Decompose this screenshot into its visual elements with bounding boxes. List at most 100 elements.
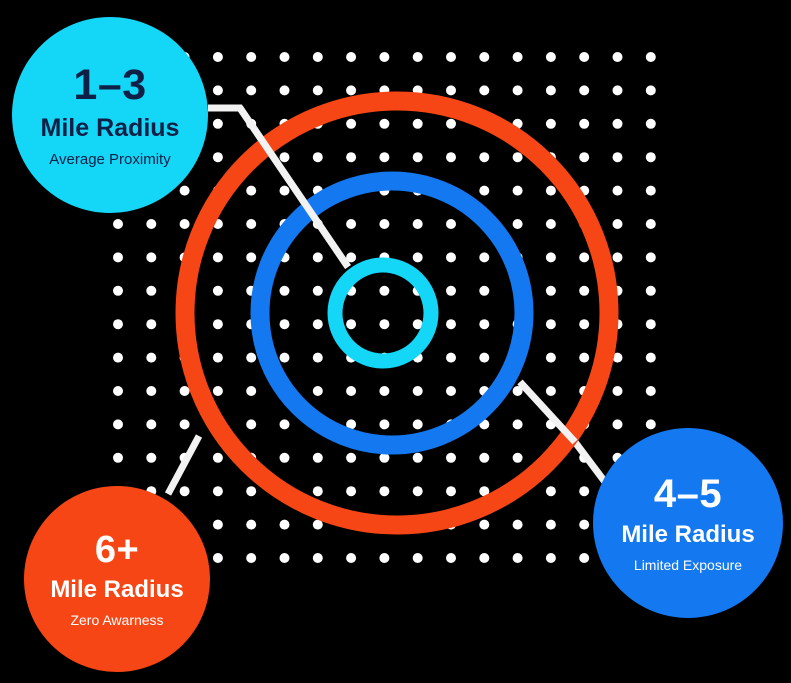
grid-dot bbox=[379, 52, 390, 62]
grid-dot bbox=[212, 486, 223, 497]
grid-dot bbox=[645, 252, 656, 263]
grid-dot bbox=[446, 52, 456, 62]
grid-dot bbox=[279, 352, 290, 363]
grid-dot bbox=[412, 386, 423, 396]
grid-dot bbox=[146, 352, 157, 363]
grid-dot bbox=[212, 252, 223, 263]
grid-dot bbox=[412, 52, 423, 62]
grid-dot bbox=[179, 419, 190, 430]
grid-dot bbox=[512, 553, 523, 563]
grid-dot bbox=[212, 519, 223, 530]
grid-dot bbox=[479, 152, 490, 163]
callout-limited-exposure[interactable]: 4–5 Mile Radius Limited Exposure bbox=[593, 428, 783, 618]
grid-dot bbox=[512, 419, 523, 430]
grid-dot bbox=[346, 252, 357, 263]
grid-dot bbox=[312, 553, 323, 563]
grid-dot bbox=[212, 319, 223, 330]
grid-dot bbox=[246, 52, 257, 62]
callout-unit: Mile Radius bbox=[50, 576, 184, 603]
grid-dot bbox=[212, 386, 223, 396]
grid-dot bbox=[246, 553, 257, 563]
connector-avg-proximity-over bbox=[237, 106, 351, 269]
grid-dot bbox=[312, 85, 323, 96]
grid-dot bbox=[179, 486, 190, 497]
grid-dot bbox=[279, 452, 290, 463]
grid-dot bbox=[612, 252, 623, 263]
grid-dot bbox=[312, 52, 323, 62]
grid-dot bbox=[479, 52, 490, 62]
callout-value: 4–5 bbox=[653, 472, 723, 516]
callout-note: Limited Exposure bbox=[633, 557, 743, 573]
grid-dot bbox=[379, 419, 390, 430]
grid-dot bbox=[645, 386, 656, 396]
ring-middle-4to5 bbox=[250, 171, 534, 455]
callout-note: Zero Awarness bbox=[70, 612, 164, 628]
grid-dot bbox=[346, 52, 357, 62]
grid-dot bbox=[479, 452, 490, 463]
grid-dot bbox=[212, 152, 223, 163]
grid-dot bbox=[645, 319, 656, 330]
grid-dot bbox=[579, 152, 590, 163]
grid-dot bbox=[545, 252, 556, 263]
grid-dot bbox=[379, 553, 390, 563]
grid-dot bbox=[179, 185, 190, 196]
grid-dot bbox=[346, 419, 357, 430]
grid-dot bbox=[545, 185, 556, 196]
grid-dot bbox=[412, 452, 423, 463]
connector-lines-over bbox=[237, 106, 578, 445]
grid-dot bbox=[645, 118, 656, 129]
grid-dot bbox=[279, 85, 290, 96]
grid-dot bbox=[113, 386, 123, 396]
grid-dot bbox=[446, 553, 456, 563]
grid-dot bbox=[279, 419, 290, 430]
grid-dot bbox=[346, 386, 357, 396]
ring-outer-6plus bbox=[175, 91, 619, 535]
grid-dot bbox=[479, 252, 490, 263]
grid-dot bbox=[279, 519, 290, 530]
grid-dot bbox=[279, 52, 290, 62]
grid-dot bbox=[412, 152, 423, 163]
grid-dot bbox=[579, 85, 590, 96]
grid-dot bbox=[612, 352, 623, 363]
grid-dot bbox=[379, 285, 390, 296]
grid-dot bbox=[479, 85, 490, 96]
grid-dot bbox=[512, 152, 523, 163]
grid-dot bbox=[312, 519, 323, 530]
grid-dot bbox=[312, 352, 323, 363]
callout-average-proximity[interactable]: 1–3 Mile Radius Average Proximity bbox=[12, 17, 208, 213]
grid-dot bbox=[379, 452, 390, 463]
grid-dot bbox=[446, 118, 456, 129]
grid-dot bbox=[312, 386, 323, 396]
grid-dot bbox=[346, 118, 357, 129]
grid-dot bbox=[479, 319, 490, 330]
concentric-rings bbox=[175, 91, 619, 535]
callout-zero-awarness[interactable]: 6+ Mile Radius Zero Awarness bbox=[24, 486, 210, 672]
grid-dot bbox=[246, 386, 257, 396]
grid-dot bbox=[346, 452, 357, 463]
grid-dot bbox=[246, 185, 257, 196]
grid-dot bbox=[146, 319, 157, 330]
grid-dot bbox=[346, 219, 357, 229]
grid-dot bbox=[346, 85, 357, 96]
grid-dot bbox=[645, 285, 656, 296]
grid-dot bbox=[279, 319, 290, 330]
grid-dot bbox=[446, 285, 456, 296]
grid-dot bbox=[412, 419, 423, 430]
grid-dot bbox=[446, 352, 456, 363]
grid-dot bbox=[479, 352, 490, 363]
grid-dot bbox=[312, 452, 323, 463]
grid-dot bbox=[645, 52, 656, 62]
grid-dot bbox=[446, 319, 456, 330]
grid-dot bbox=[212, 85, 223, 96]
grid-dot bbox=[479, 285, 490, 296]
grid-dot bbox=[612, 85, 623, 96]
grid-dot bbox=[446, 152, 456, 163]
grid-dot bbox=[512, 219, 523, 229]
grid-dot bbox=[312, 285, 323, 296]
grid-dot bbox=[579, 319, 590, 330]
grid-dot bbox=[246, 419, 257, 430]
grid-dot bbox=[579, 118, 590, 129]
grid-dot bbox=[645, 152, 656, 163]
grid-dot bbox=[512, 452, 523, 463]
